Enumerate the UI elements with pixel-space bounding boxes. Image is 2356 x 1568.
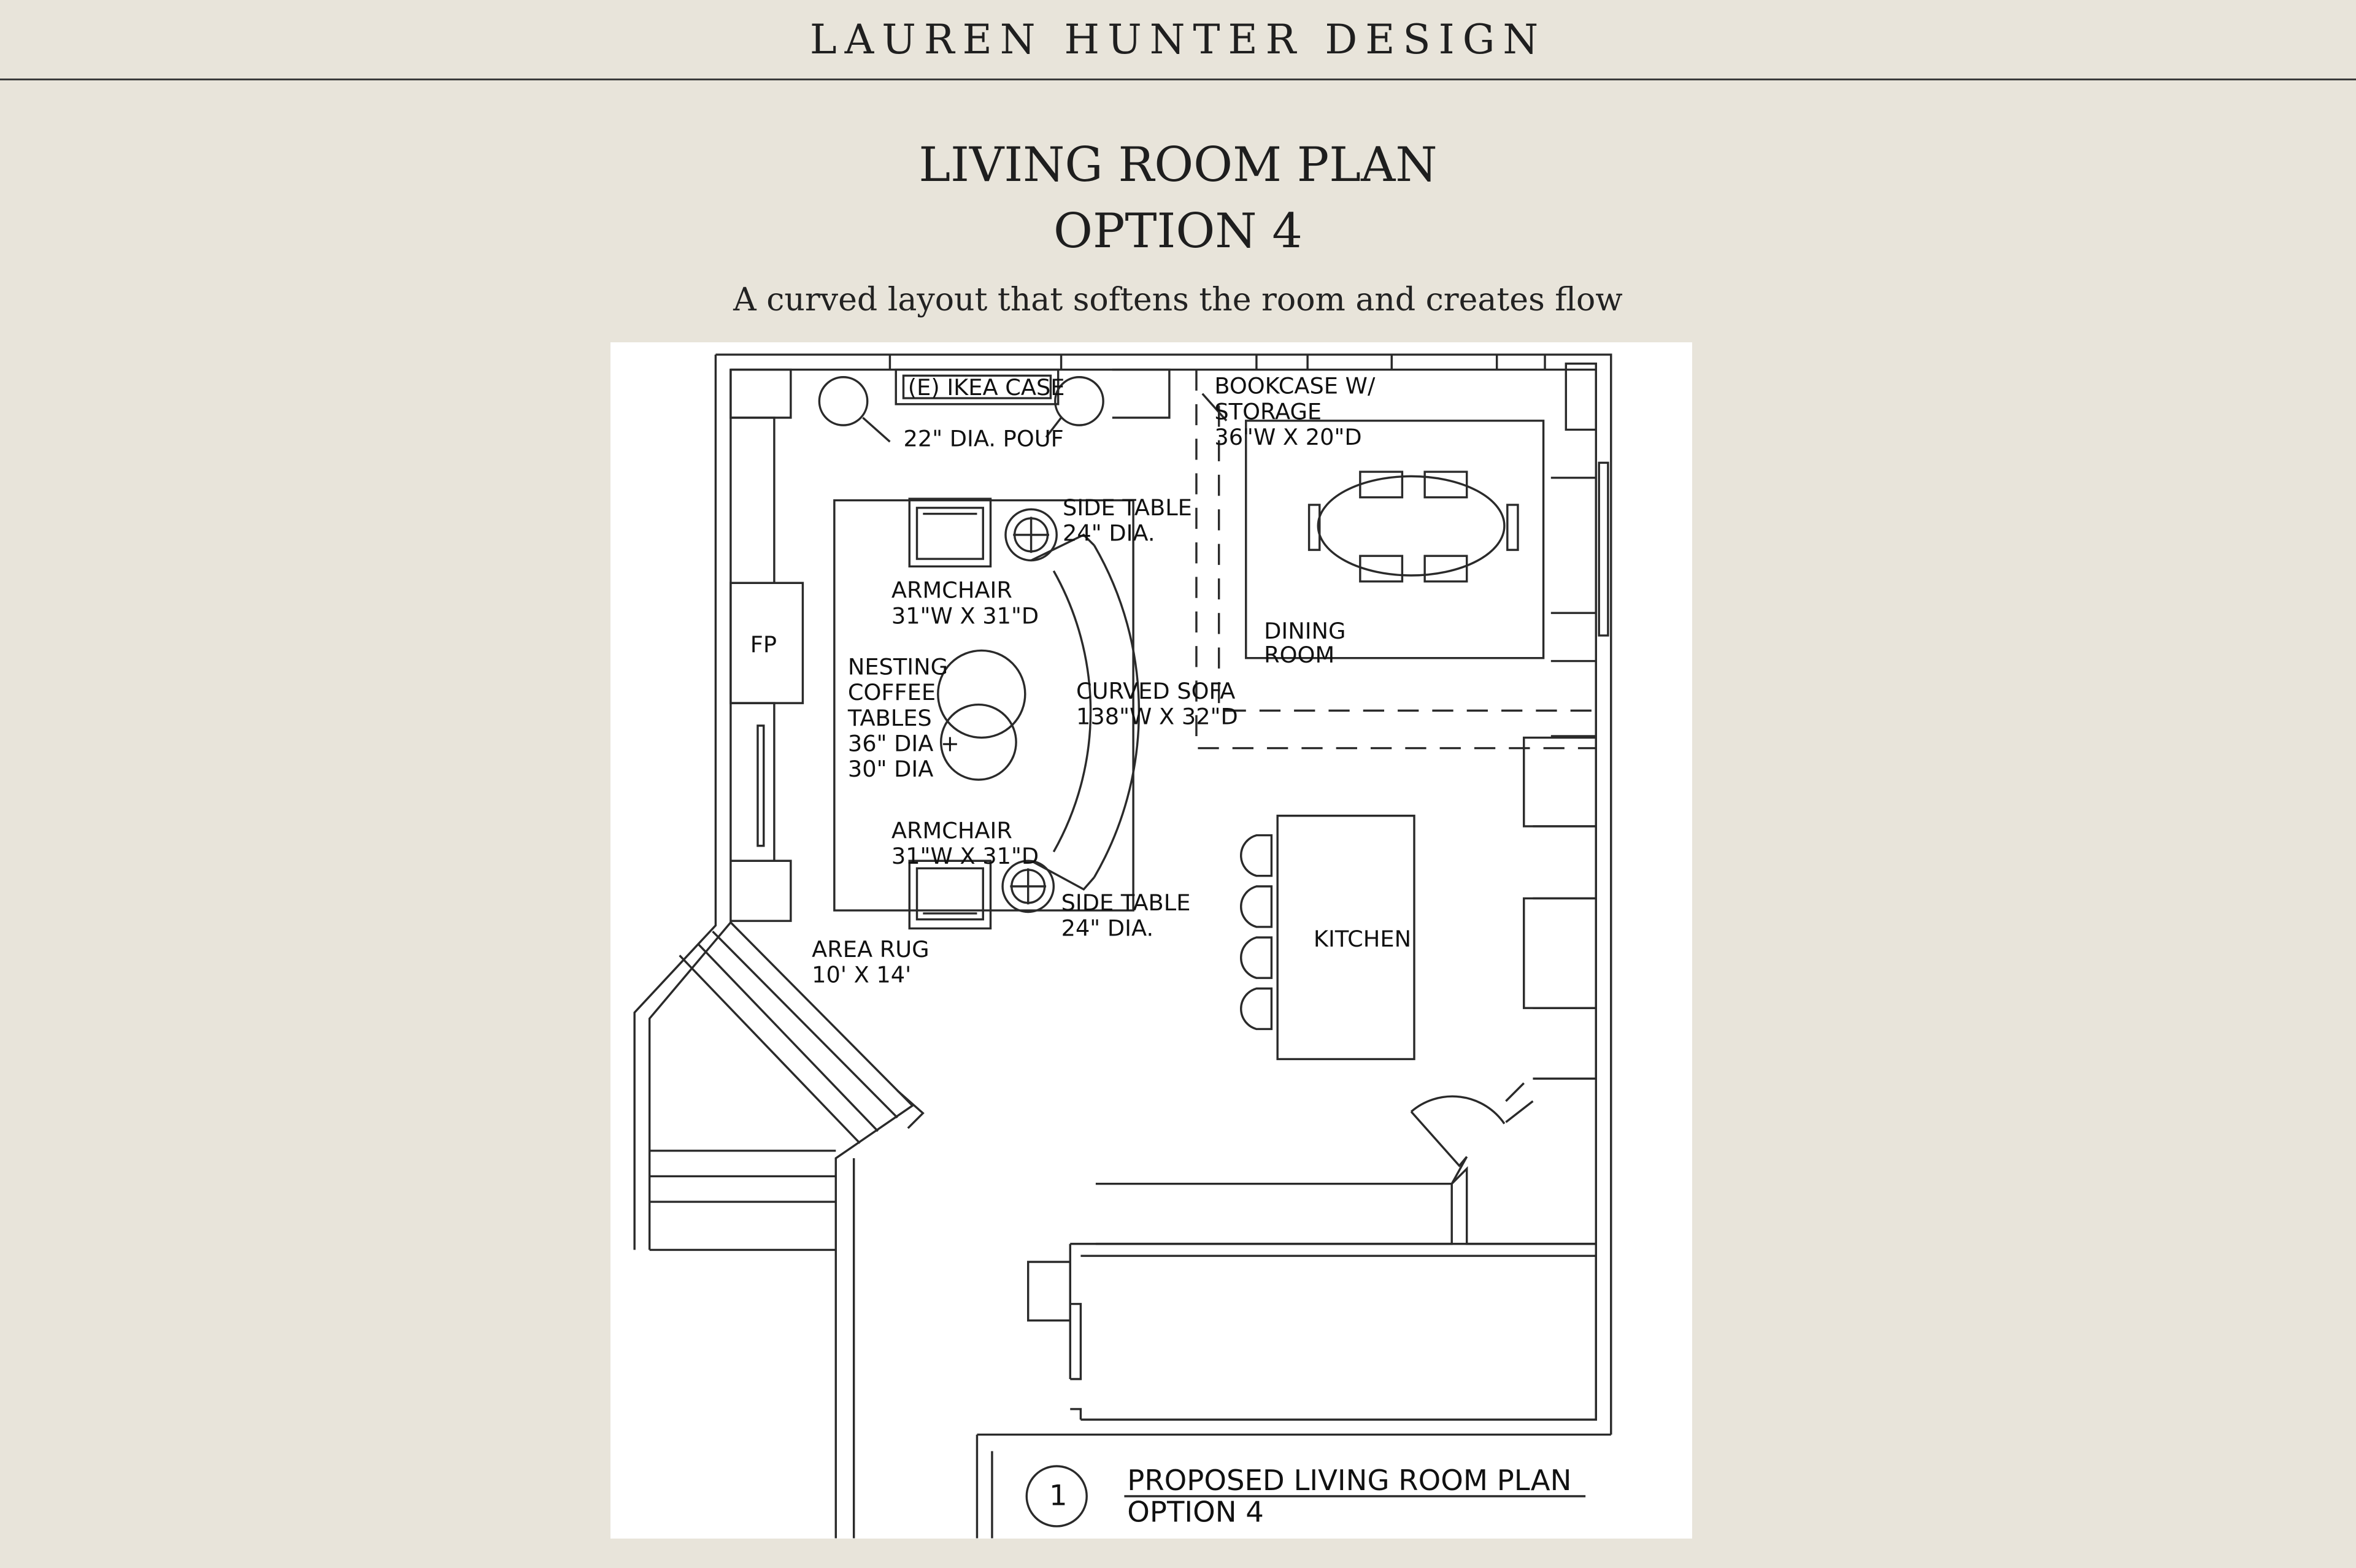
label-coffee-5: 30" DIA [848,756,934,782]
label-side-table-bottom-1: SIDE TABLE [1061,890,1191,916]
label-coffee-3: TABLES [847,705,932,731]
label-rug-1: AREA RUG [812,936,929,963]
brand-logo-text[interactable]: LAUREN HUNTER DESIGN [809,15,1547,63]
floor-plan-drawing: (E) IKEA CASE 22" DIA. POUF BOOKCASE W/ … [610,342,1692,1539]
floor-plan-svg: (E) IKEA CASE 22" DIA. POUF BOOKCASE W/ … [633,353,1612,1539]
label-coffee-2: COFFEE [848,679,936,705]
label-sofa-1: CURVED SOFA [1076,678,1235,704]
label-fireplace: FP [750,631,777,658]
label-side-table-top-2: 24" DIA. [1063,520,1155,547]
label-armchair-bottom-1: ARMCHAIR [891,817,1012,844]
label-coffee-4: 36" DIA + [848,730,960,756]
label-ikea-case: (E) IKEA CASE [908,374,1065,401]
page-title-line-1: LIVING ROOM PLAN [918,137,1438,193]
label-sofa-2: 138"W X 32"D [1076,703,1238,729]
label-pouf: 22" DIA. POUF [903,425,1063,452]
label-armchair-top-1: ARMCHAIR [891,577,1012,604]
page-heading: LIVING ROOM PLAN OPTION 4 A curved layou… [0,132,2356,318]
plan-linework [633,353,1612,1539]
label-dining-1: DINING [1264,618,1345,644]
label-armchair-top-2: 31"W X 31"D [891,602,1039,629]
label-kitchen: KITCHEN [1314,926,1411,952]
drawing-title-1: PROPOSED LIVING ROOM PLAN [1127,1464,1571,1497]
drawing-title-2: OPTION 4 [1127,1496,1264,1529]
label-dining-2: ROOM [1264,642,1334,668]
site-header: LAUREN HUNTER DESIGN [0,0,2356,80]
label-bookcase-2: STORAGE [1214,398,1322,425]
plan-labels: (E) IKEA CASE 22" DIA. POUF BOOKCASE W/ … [750,373,1572,1529]
drawing-number: 1 [1049,1479,1068,1512]
label-bookcase-1: BOOKCASE W/ [1214,373,1376,399]
label-bookcase-3: 36"W X 20"D [1214,424,1361,450]
page-title-line-2: OPTION 4 [1053,204,1303,259]
page-subtitle: A curved layout that softens the room an… [733,282,1623,318]
label-rug-2: 10' X 14' [812,962,911,988]
label-coffee-1: NESTING [848,654,948,680]
label-side-table-top-1: SIDE TABLE [1063,494,1192,521]
label-armchair-bottom-2: 31"W X 31"D [891,843,1039,869]
label-side-table-bottom-2: 24" DIA. [1061,915,1154,942]
